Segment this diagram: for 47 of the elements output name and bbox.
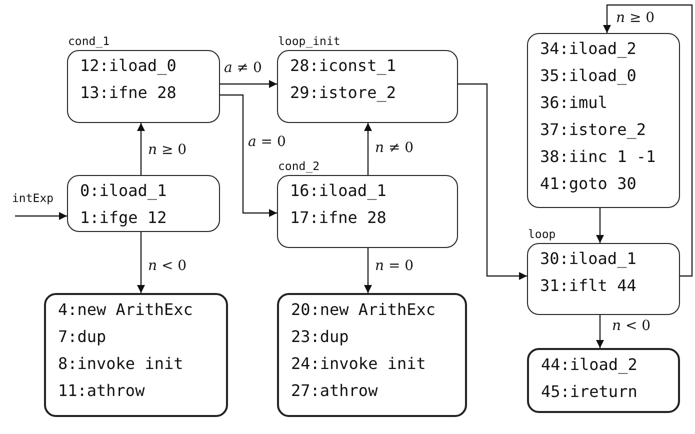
instruction-text: 45:ireturn [541, 381, 638, 403]
arrow [15, 212, 67, 220]
instruction-text: 11:athrow [58, 380, 146, 402]
exit-block-box [527, 348, 680, 413]
instruction-text: 34:iload_2 [540, 38, 638, 60]
arrow [596, 315, 604, 348]
instruction-text: 28:iconst_1 [290, 55, 397, 77]
instruction-text: 30:iload_1 [540, 248, 638, 270]
arrow [220, 80, 277, 88]
arrow [364, 248, 372, 293]
basic-block-box [67, 175, 220, 232]
instruction-text: 29:istore_2 [290, 82, 397, 104]
instruction-text: 4:new ArithExc [58, 299, 194, 321]
instruction-text: 20:new ArithExc [291, 299, 436, 321]
instruction-text: 23:dup [291, 326, 350, 348]
instruction-text: 12:iload_0 [80, 55, 178, 77]
arrow [137, 123, 145, 175]
instruction-text: 38:iinc 1 -1 [540, 146, 657, 168]
instruction-text: 7:dup [58, 326, 108, 348]
arrow [137, 232, 145, 293]
instruction-text: 0:iload_1 [80, 180, 168, 202]
instruction-text: 31:iflt 44 [540, 275, 638, 297]
block-name: cond_1 [68, 34, 110, 48]
arrow [603, 4, 693, 277]
instruction-text: 24:invoke init [291, 353, 427, 375]
block-name: cond_2 [278, 159, 320, 173]
instruction-text: 41:goto 30 [540, 173, 638, 195]
block-name: loop [528, 227, 556, 241]
instruction-text: 16:iload_1 [290, 180, 388, 202]
block-name: loop_init [278, 34, 340, 48]
exit-block-box [44, 293, 228, 417]
instruction-text: 8:invoke init [58, 353, 184, 375]
entry-label: intExp [12, 190, 54, 206]
instruction-text: 27:athrow [291, 380, 379, 402]
exit-block-box [277, 293, 467, 417]
instruction-text: 13:ifne 28 [80, 82, 178, 104]
instruction-text: 37:istore_2 [540, 119, 647, 141]
instruction-text: 35:iload_0 [540, 65, 638, 87]
arrow [364, 123, 372, 175]
basic-block-box [527, 33, 680, 208]
instruction-text: 17:ifne 28 [290, 207, 388, 229]
arrow [458, 83, 527, 280]
instruction-text: 36:imul [540, 92, 608, 114]
arrow [596, 208, 604, 243]
instruction-text: 44:iload_2 [541, 354, 638, 376]
arrow [220, 94, 277, 217]
instruction-text: 1:ifge 12 [80, 207, 168, 229]
